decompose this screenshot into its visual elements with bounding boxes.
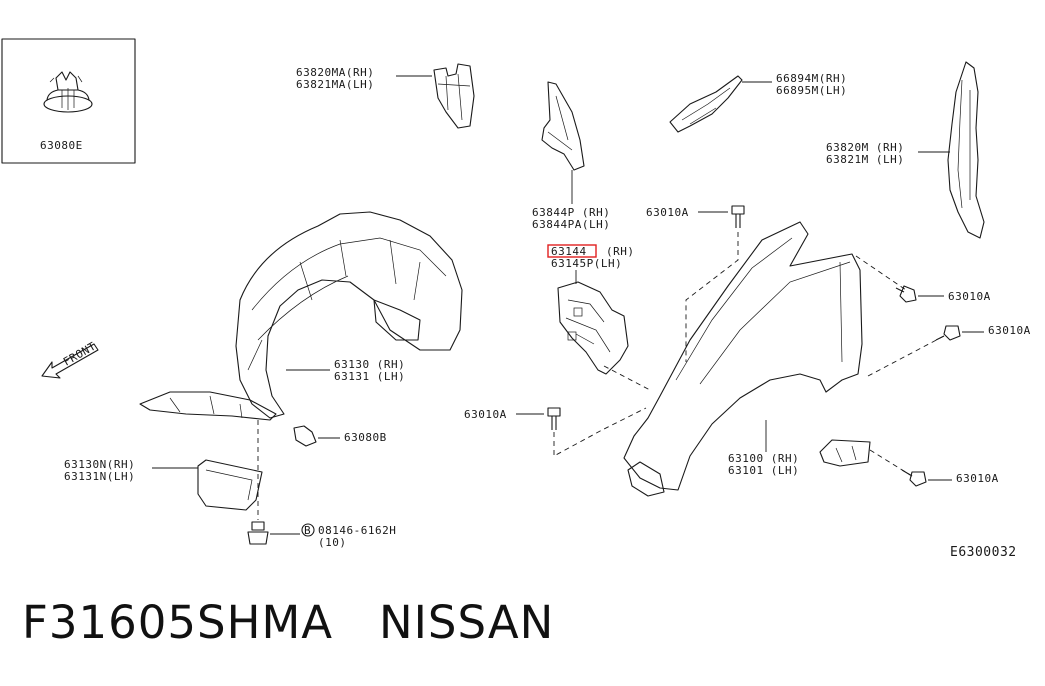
highlight-box: [547, 244, 597, 258]
label-63010a-mid: 63010A: [464, 408, 507, 421]
label-63821ma: 63821MA(LH): [296, 78, 374, 91]
label-qty-10: (10): [318, 536, 347, 549]
bolt-63010a-top: 63010A: [646, 205, 745, 362]
label-63010a-right2: 63010A: [988, 324, 1031, 337]
bracket-63820m: 63820M (RH) 63821M (LH): [826, 61, 985, 239]
flap-63130n: 63130N(RH) 63131N(LH): [64, 458, 263, 511]
front-arrow: FRONT: [41, 340, 99, 379]
label-63145p: 63145P(LH): [551, 257, 622, 270]
label-63010a-right1: 63010A: [948, 290, 991, 303]
label-66895m: 66895M(LH): [776, 84, 847, 97]
fender-liner-63130: 63130 (RH) 63131 (LH): [139, 211, 463, 421]
label-63821m: 63821M (LH): [826, 153, 904, 166]
label-63131: 63131 (LH): [334, 370, 405, 383]
bracket-63844p: 63844P (RH) 63844PA(LH): [532, 81, 610, 231]
bolt-63010a-mid: 63010A: [464, 365, 651, 457]
label-63844pa: 63844PA(LH): [532, 218, 610, 231]
label-63820m: 63820M (RH): [826, 141, 904, 154]
part-caption: F31605SHMA NISSAN: [22, 596, 555, 649]
bolt-08146: B 08146-6162H (10): [247, 420, 396, 549]
label-front: FRONT: [61, 340, 98, 369]
diagram-code: E6300032: [950, 545, 1017, 560]
label-63130n: 63130N(RH): [64, 458, 135, 471]
label-66894m: 66894M(RH): [776, 72, 847, 85]
label-63010a-top: 63010A: [646, 206, 689, 219]
bolt-63010a-right1: 63010A: [855, 255, 991, 303]
fender-63100: 63100 (RH) 63101 (LH): [623, 221, 871, 497]
label-63130: 63130 (RH): [334, 358, 405, 371]
label-63080e: 63080E: [40, 139, 83, 152]
bracket-63144-group: 63144 (RH) 63145P(LH): [547, 244, 635, 375]
label-63144-side: (RH): [606, 245, 635, 258]
label-63844p: 63844P (RH): [532, 206, 610, 219]
label-63101: 63101 (LH): [728, 464, 799, 477]
clip-inset: 63080E: [1, 38, 136, 164]
label-63144-code: 63144: [551, 245, 587, 258]
bolt-63010a-right2: 63010A: [867, 324, 1031, 377]
bolt-63010a-bottom: 63010A: [869, 449, 999, 487]
bracket-63820ma: 63820MA(RH) 63821MA(LH): [296, 63, 475, 129]
label-63100: 63100 (RH): [728, 452, 799, 465]
clip-icon: [43, 71, 93, 113]
label-63010a-bottom: 63010A: [956, 472, 999, 485]
label-bolt-circle: B: [304, 524, 311, 537]
label-63131n: 63131N(LH): [64, 470, 135, 483]
label-63080b: 63080B: [344, 431, 387, 444]
label-08146: 08146-6162H: [318, 524, 396, 537]
seal-66894m: 66894M(RH) 66895M(LH): [669, 72, 847, 133]
bolt-circle-icon: [301, 523, 315, 537]
clip-63080b: 63080B: [293, 425, 387, 447]
label-63820ma: 63820MA(RH): [296, 66, 374, 79]
